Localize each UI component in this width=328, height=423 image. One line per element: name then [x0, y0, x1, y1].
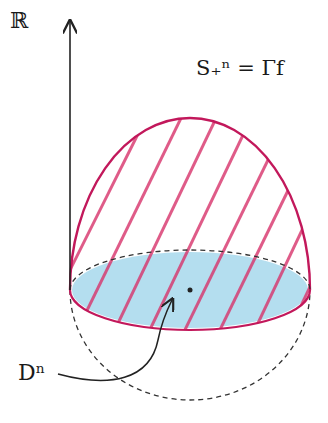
equator-back: [70, 250, 310, 290]
dome-outline: [70, 118, 310, 290]
equator-front: [70, 290, 310, 330]
dome-hatching: [40, 110, 328, 340]
leader-arrow: [58, 300, 172, 380]
center-dot: [188, 288, 193, 293]
hemisphere-label: S₊ⁿ = Γf: [196, 58, 284, 79]
r-axis: [69, 22, 71, 290]
disk-label: Dⁿ: [18, 362, 45, 384]
axis-label: ℝ: [10, 10, 28, 32]
